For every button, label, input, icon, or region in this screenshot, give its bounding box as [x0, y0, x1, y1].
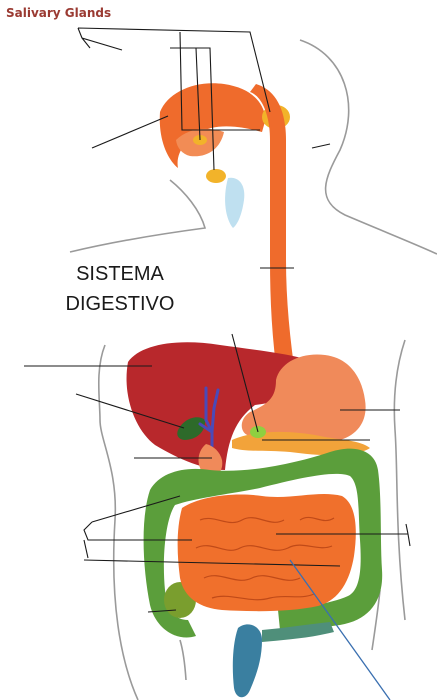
head-outline-right: [300, 40, 437, 254]
diagram-title: SISTEMA DIGESTIVO: [40, 259, 200, 319]
salivary-glands-label: Salivary Glands: [6, 6, 111, 20]
torso-outline-right: [394, 340, 405, 620]
trachea-shape: [225, 178, 244, 228]
leader-small-int: [84, 540, 88, 558]
leader-head-right: [312, 144, 330, 148]
title-line-2: DIGESTIVO: [40, 289, 200, 319]
salivary-gland-submandibular: [206, 169, 226, 183]
hip-outline-left: [180, 640, 186, 680]
leader-pharynx: [92, 116, 168, 148]
neck-outline-left: [70, 180, 205, 252]
small-intestine-shape: [178, 494, 356, 611]
rectum-shape: [233, 624, 262, 697]
title-line-1: SISTEMA: [40, 259, 200, 289]
